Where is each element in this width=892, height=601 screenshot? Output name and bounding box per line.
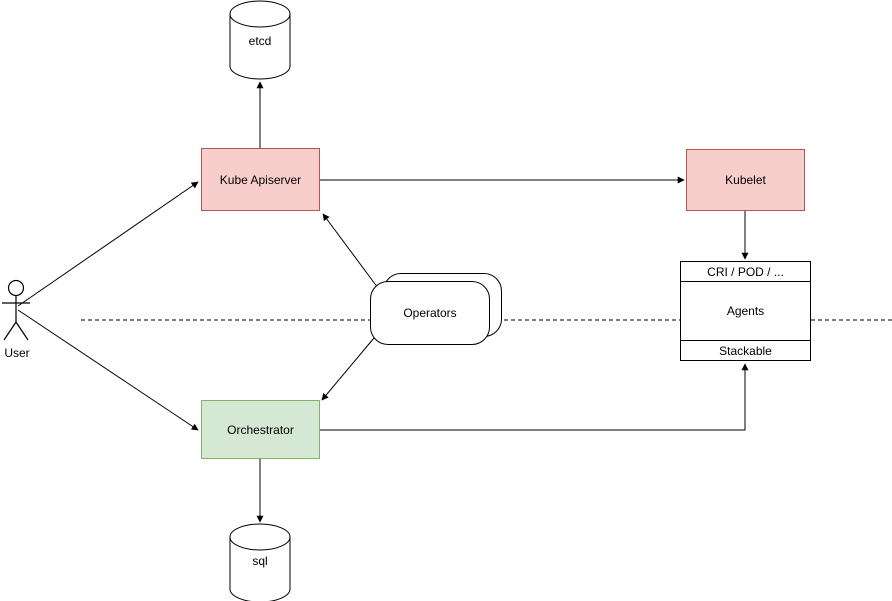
kubelet-label: Kubelet — [725, 173, 766, 187]
sql-cylinder-icon — [229, 523, 291, 601]
edge-operators-to-orchestrator — [321, 337, 375, 401]
node-kubelet[interactable]: Kubelet — [686, 149, 805, 211]
edge-user-to-orchestrator — [17, 309, 199, 431]
operators-front-card[interactable]: Operators — [370, 281, 490, 345]
user-actor-icon — [2, 279, 30, 341]
agents-footer-stackable[interactable]: Stackable — [681, 340, 810, 360]
user-node-label: User — [4, 346, 30, 360]
node-kube-apiserver[interactable]: Kube Apiserver — [201, 148, 320, 211]
node-agents[interactable]: CRI / POD / ... Agents Stackable — [680, 261, 811, 361]
edge-orchestrator-to-agents — [320, 363, 749, 431]
node-operators[interactable]: Operators — [370, 273, 502, 347]
agents-body-label: Agents — [726, 304, 765, 318]
etcd-node-label: etcd — [248, 34, 272, 48]
agents-header-cri-pod[interactable]: CRI / POD / ... — [681, 262, 810, 282]
edge-user-to-apiserver — [17, 181, 199, 307]
etcd-cylinder-icon — [229, 0, 291, 80]
node-orchestrator[interactable]: Orchestrator — [201, 400, 320, 459]
operators-label: Operators — [403, 306, 457, 320]
edge-operators-to-apiserver — [322, 213, 379, 289]
orchestrator-label: Orchestrator — [227, 422, 294, 437]
kube-apiserver-label: Kube Apiserver — [219, 172, 302, 187]
sql-node-label: sql — [252, 554, 268, 568]
